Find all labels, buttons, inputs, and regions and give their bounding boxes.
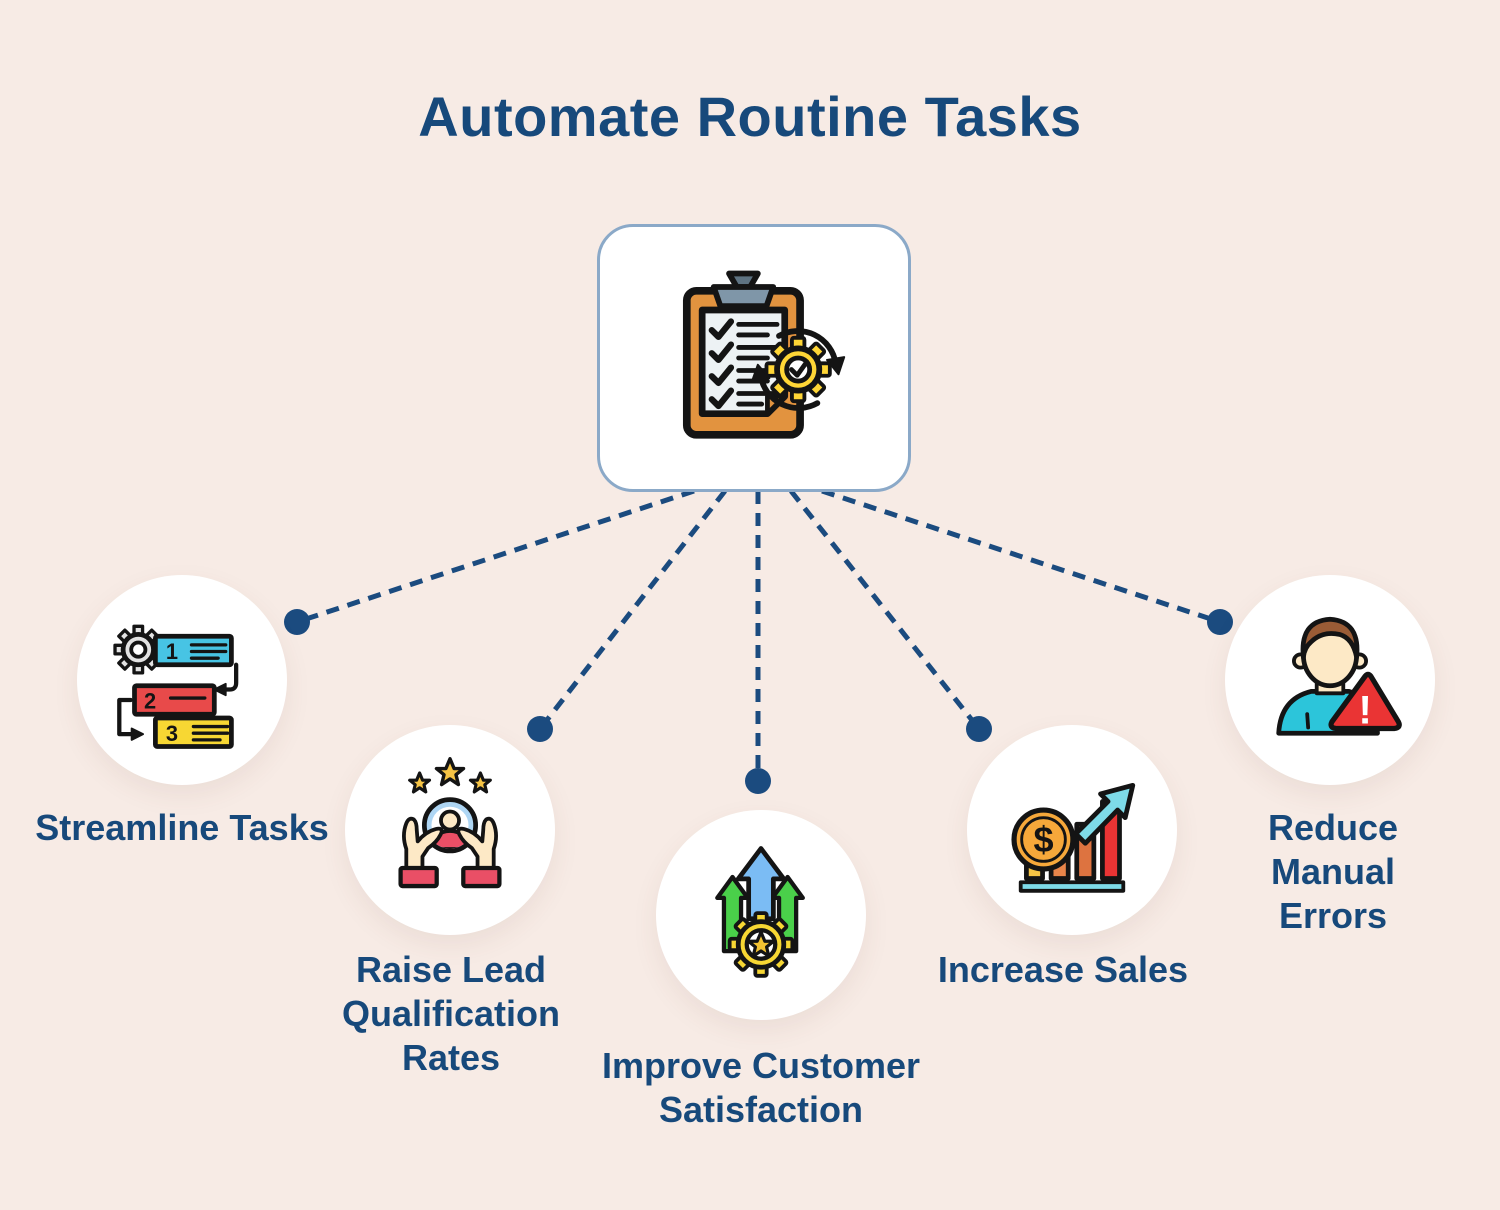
node-circle-raise-lead-qualification — [345, 725, 555, 935]
connector-dot-4 — [966, 716, 992, 742]
icon-number-2: 2 — [144, 689, 156, 714]
node-label-streamline-tasks: Streamline Tasks — [35, 807, 329, 848]
node-label-reduce-manual-errors: Reduce Manual Errors — [1267, 807, 1399, 936]
growth-arrows-gear-icon — [715, 846, 805, 978]
connector-line-4 — [789, 489, 981, 731]
connector-dot-3 — [745, 768, 771, 794]
node-label-raise-lead-qualification: Raise Lead Qualification Rates — [341, 949, 561, 1078]
connector-dot-1 — [284, 609, 310, 635]
node-circle-increase-sales: $ — [967, 725, 1177, 935]
connector-line-1 — [296, 488, 695, 625]
node-circle-improve-customer-satisfaction — [656, 810, 866, 1020]
icon-exclamation-mark: ! — [1359, 689, 1372, 733]
connector-dot-5 — [1207, 609, 1233, 635]
icon-dollar-sign: $ — [1033, 819, 1053, 860]
person-warning-icon: ! — [1276, 616, 1402, 736]
page-title: Automate Routine Tasks — [418, 85, 1082, 148]
connector-dot-2 — [527, 716, 553, 742]
connector-line-5 — [821, 488, 1221, 625]
icon-number-1: 1 — [166, 639, 178, 664]
center-card — [597, 224, 911, 492]
node-circle-streamline-tasks: 1 2 3 — [77, 575, 287, 785]
clipboard-checklist-gear-icon — [682, 270, 846, 439]
workflow-steps-icon: 1 2 3 — [113, 624, 239, 749]
icon-number-3: 3 — [166, 721, 178, 746]
sales-chart-coin-icon: $ — [1011, 782, 1136, 893]
node-label-improve-customer-satisfaction: Improve Customer Satisfaction — [601, 1045, 921, 1130]
hands-holding-lead-icon — [398, 757, 502, 889]
node-label-increase-sales: Increase Sales — [937, 949, 1189, 990]
connector-line-2 — [538, 489, 727, 731]
node-circle-reduce-manual-errors: ! — [1225, 575, 1435, 785]
